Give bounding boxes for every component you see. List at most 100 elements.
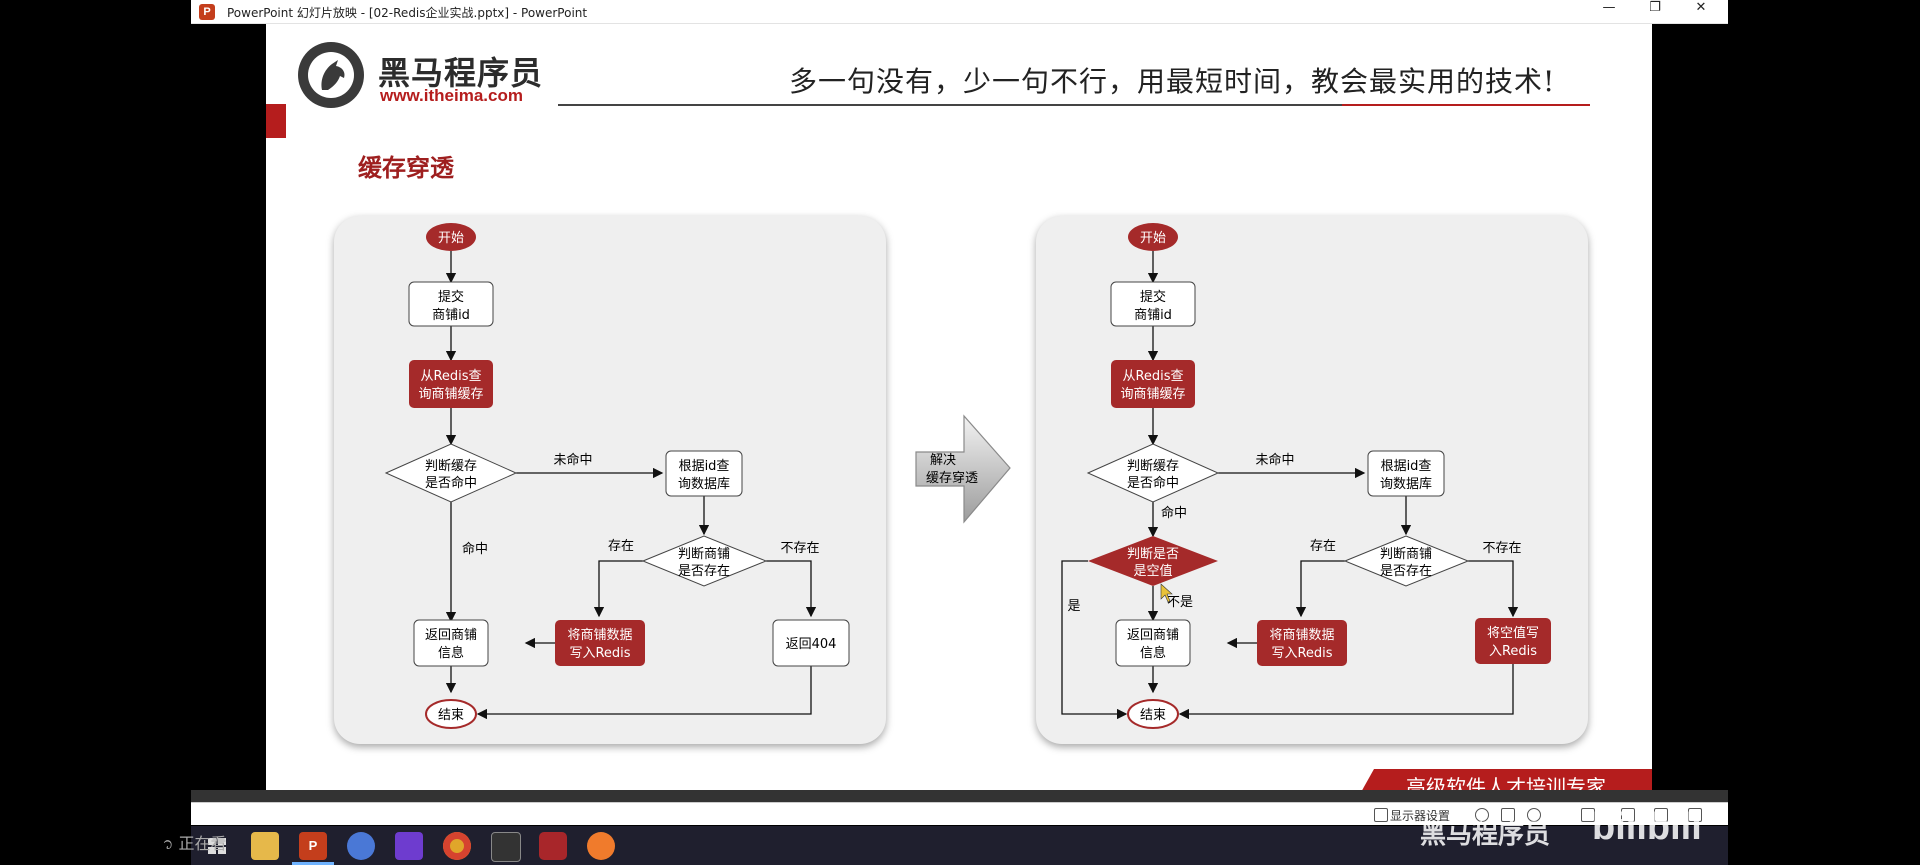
- windows-start-icon[interactable]: [203, 832, 231, 860]
- file-explorer-icon[interactable]: [251, 832, 279, 860]
- solve-arrow-label-1: 解决: [930, 453, 956, 468]
- right-node-write-null: [1475, 618, 1551, 664]
- right-edge-write-null-end: [1178, 664, 1514, 720]
- left-node-return-shop: [413, 619, 489, 667]
- right-query-redis-label-1: 从Redis查: [1122, 369, 1183, 384]
- powerpoint-active-indicator: [292, 862, 334, 865]
- right-not-exists-label: 不存在: [1482, 541, 1521, 556]
- left-query-db-label-1: 根据id查: [679, 459, 730, 474]
- display-settings-button[interactable]: 显示器设置: [1390, 809, 1451, 823]
- horse-icon: [321, 60, 345, 90]
- solve-arrow: 解决 缓存穿透: [915, 414, 1011, 524]
- slideshow-icon[interactable]: [1688, 808, 1702, 822]
- normal-view-icon[interactable]: [1581, 808, 1595, 822]
- accessibility-icon[interactable]: [1475, 808, 1489, 822]
- minimize-button[interactable]: —: [1602, 0, 1616, 15]
- right-edge-exists: [1295, 560, 1345, 618]
- left-write-redis-label-2: 写入Redis: [569, 646, 630, 661]
- left-return-shop-label-1: 返回商铺: [425, 628, 477, 643]
- reading-view-icon[interactable]: [1654, 808, 1668, 822]
- left-node-start: [426, 223, 476, 251]
- corner-banner: [1360, 769, 1652, 794]
- brand-url: www.itheima.com: [380, 86, 523, 105]
- powerpoint-taskbar-icon[interactable]: P: [299, 832, 327, 860]
- right-write-null-label-1: 将空值写: [1487, 625, 1539, 641]
- left-node-judge-shop: [641, 535, 768, 587]
- left-hit-label: 命中: [462, 541, 488, 557]
- left-query-redis-label-1: 从Redis查: [420, 369, 481, 384]
- close-button[interactable]: ✕: [1695, 0, 1707, 15]
- window-title: PowerPoint 幻灯片放映 - [02-Redis企业实战.pptx] -…: [227, 6, 588, 20]
- left-submit-label-1: 提交: [438, 289, 464, 305]
- viewer-overlay-text: ᭡ 正在看: [163, 834, 227, 853]
- left-judge-shop-label-2: 是否存在: [678, 564, 730, 579]
- right-write-redis-label-1: 将商铺数据: [1269, 628, 1334, 643]
- right-end-label: 结束: [1140, 708, 1166, 723]
- right-node-judge-shop: [1343, 535, 1470, 587]
- right-write-null-label-2: 入Redis: [1489, 644, 1537, 659]
- solve-arrow-shape: [915, 414, 1011, 524]
- restore-button[interactable]: ❐: [1649, 0, 1661, 15]
- powerpoint-app-icon: P: [199, 4, 215, 20]
- right-node-query-redis: [1111, 360, 1195, 408]
- right-write-redis-label-2: 写入Redis: [1271, 646, 1332, 661]
- right-submit-label-1: 提交: [1140, 289, 1166, 305]
- left-edge-not-exists: [766, 560, 817, 618]
- left-query-redis-label-2: 询商铺缓存: [418, 387, 483, 402]
- right-node-return-shop: [1115, 619, 1191, 667]
- right-return-shop-label-1: 返回商铺: [1127, 628, 1179, 643]
- slide: 黑马程序员 www.itheima.com 多一句没有，少一句不行，用最短时间，…: [266, 24, 1652, 794]
- video-watermark-text: 黑马程序员: [1420, 819, 1551, 849]
- right-node-submit: [1110, 281, 1196, 327]
- comments-icon[interactable]: [1527, 808, 1541, 822]
- left-query-db-label-2: 询数据库: [678, 476, 730, 492]
- terminal-icon[interactable]: [491, 832, 521, 862]
- right-judge-shop-label-1: 判断商铺: [1380, 547, 1432, 562]
- slide-sorter-icon[interactable]: [1621, 808, 1635, 822]
- slide-title: 缓存穿透: [358, 154, 454, 182]
- left-node-end: [425, 699, 477, 729]
- status-bar: 显示器设置: [191, 802, 1728, 825]
- right-query-db-label-2: 询数据库: [1380, 476, 1432, 492]
- right-judge-cache-label-2: 是否命中: [1127, 475, 1179, 491]
- window-titlebar: P PowerPoint 幻灯片放映 - [02-Redis企业实战.pptx]…: [191, 0, 1728, 24]
- intellij-icon[interactable]: [395, 832, 423, 860]
- right-node-start: [1128, 223, 1178, 251]
- left-accent-bar: [266, 104, 286, 138]
- redis-desktop-icon[interactable]: [539, 832, 567, 860]
- left-end-label: 结束: [438, 708, 464, 723]
- taskbar: P: [191, 826, 1728, 865]
- right-query-redis-label-2: 询商铺缓存: [1120, 387, 1185, 402]
- brand-name: 黑马程序员: [378, 54, 544, 92]
- left-submit-label-2: 商铺id: [432, 308, 470, 323]
- right-query-db-label-1: 根据id查: [1381, 459, 1432, 474]
- left-start-label: 开始: [438, 231, 464, 246]
- left-node-submit: [408, 281, 494, 327]
- app-cloud-icon[interactable]: [347, 832, 375, 860]
- notes-icon[interactable]: [1501, 808, 1515, 822]
- right-node-query-db: [1367, 450, 1445, 497]
- left-node-write-redis: [555, 620, 645, 666]
- right-start-label: 开始: [1140, 231, 1166, 246]
- right-return-shop-label-2: 信息: [1140, 645, 1166, 661]
- left-not-exists-label: 不存在: [780, 541, 819, 556]
- right-judge-null-label-1: 判断是否: [1127, 547, 1179, 562]
- right-node-judge-cache: [1086, 443, 1220, 503]
- right-judge-cache-label-1: 判断缓存: [1127, 459, 1179, 474]
- left-return-shop-label-2: 信息: [438, 645, 464, 661]
- postman-icon[interactable]: [587, 832, 615, 860]
- left-edge-exists: [593, 560, 643, 618]
- left-node-return-404: [772, 619, 850, 667]
- left-exists-label: 存在: [608, 539, 634, 554]
- chrome-icon[interactable]: [443, 832, 471, 860]
- right-miss-label: 未命中: [1255, 452, 1294, 468]
- right-edge-not-exists: [1468, 560, 1519, 618]
- slide-progress-bar: [191, 790, 1728, 802]
- monitor-icon: [1374, 808, 1388, 822]
- left-node-judge-cache: [384, 443, 518, 503]
- left-edge-404-end: [476, 666, 812, 720]
- right-exists-label: 存在: [1310, 539, 1336, 554]
- header-divider-accent: [1342, 104, 1590, 106]
- right-submit-label-2: 商铺id: [1134, 308, 1172, 323]
- left-judge-cache-label-1: 判断缓存: [425, 459, 477, 474]
